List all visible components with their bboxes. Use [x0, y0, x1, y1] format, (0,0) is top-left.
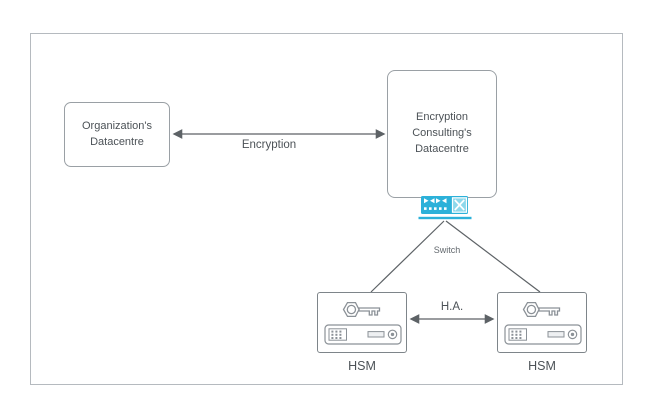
switch-to-hsm-right-connector	[445, 220, 541, 293]
server-outline	[324, 324, 402, 345]
switch-x-glyph	[454, 199, 465, 211]
hsm-left-label: HSM	[348, 359, 376, 373]
encryption-connector-label: Encryption	[241, 139, 297, 151]
key-outline	[342, 301, 381, 318]
organizations-datacentre-label: Organization's Datacentre	[82, 119, 152, 148]
node-organizations-datacentre: Organization's Datacentre	[64, 102, 170, 167]
node-encryption-consultings-datacentre: Encryption Consulting's Datacentre	[387, 70, 497, 198]
key-outline	[522, 301, 561, 318]
server-outline	[504, 324, 582, 345]
switch-label: Switch	[433, 245, 461, 255]
rack-server-icon	[324, 324, 402, 345]
node-hsm-right	[497, 292, 587, 353]
encryption-consultings-datacentre-label: Encryption Consulting's Datacentre	[412, 111, 472, 155]
server-vents	[511, 330, 575, 339]
rack-server-icon	[504, 324, 582, 345]
key-icon	[522, 301, 561, 318]
hsm-right-label: HSM	[528, 359, 556, 373]
server-vents	[331, 330, 395, 339]
switch-base-line	[418, 216, 472, 220]
node-hsm-left	[317, 292, 407, 353]
key-icon	[342, 301, 381, 318]
switch-to-hsm-left-connector	[370, 220, 445, 293]
ha-connector-label: H.A.	[440, 301, 464, 313]
network-switch-icon	[418, 196, 472, 220]
switch-port-glyphs	[424, 198, 447, 210]
